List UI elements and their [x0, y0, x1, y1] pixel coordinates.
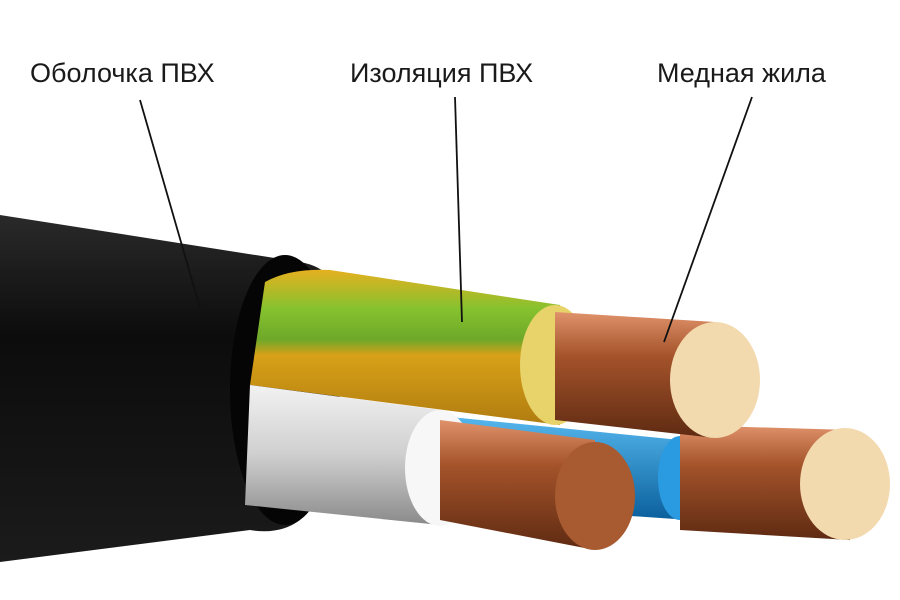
copper-face — [670, 322, 760, 438]
label-insulation: Изоляция ПВХ — [350, 58, 534, 88]
leader-line-sheath — [139, 99, 201, 309]
white-insulated-core — [245, 385, 635, 550]
leader-line-insulation — [454, 96, 463, 323]
label-conductor: Медная жила — [657, 58, 826, 88]
label-sheath: Оболочка ПВХ — [30, 58, 215, 88]
leader-line-conductor — [663, 96, 753, 343]
copper-face — [800, 428, 890, 540]
yellow-green-insulated-core — [250, 269, 760, 438]
copper-face — [555, 442, 635, 550]
